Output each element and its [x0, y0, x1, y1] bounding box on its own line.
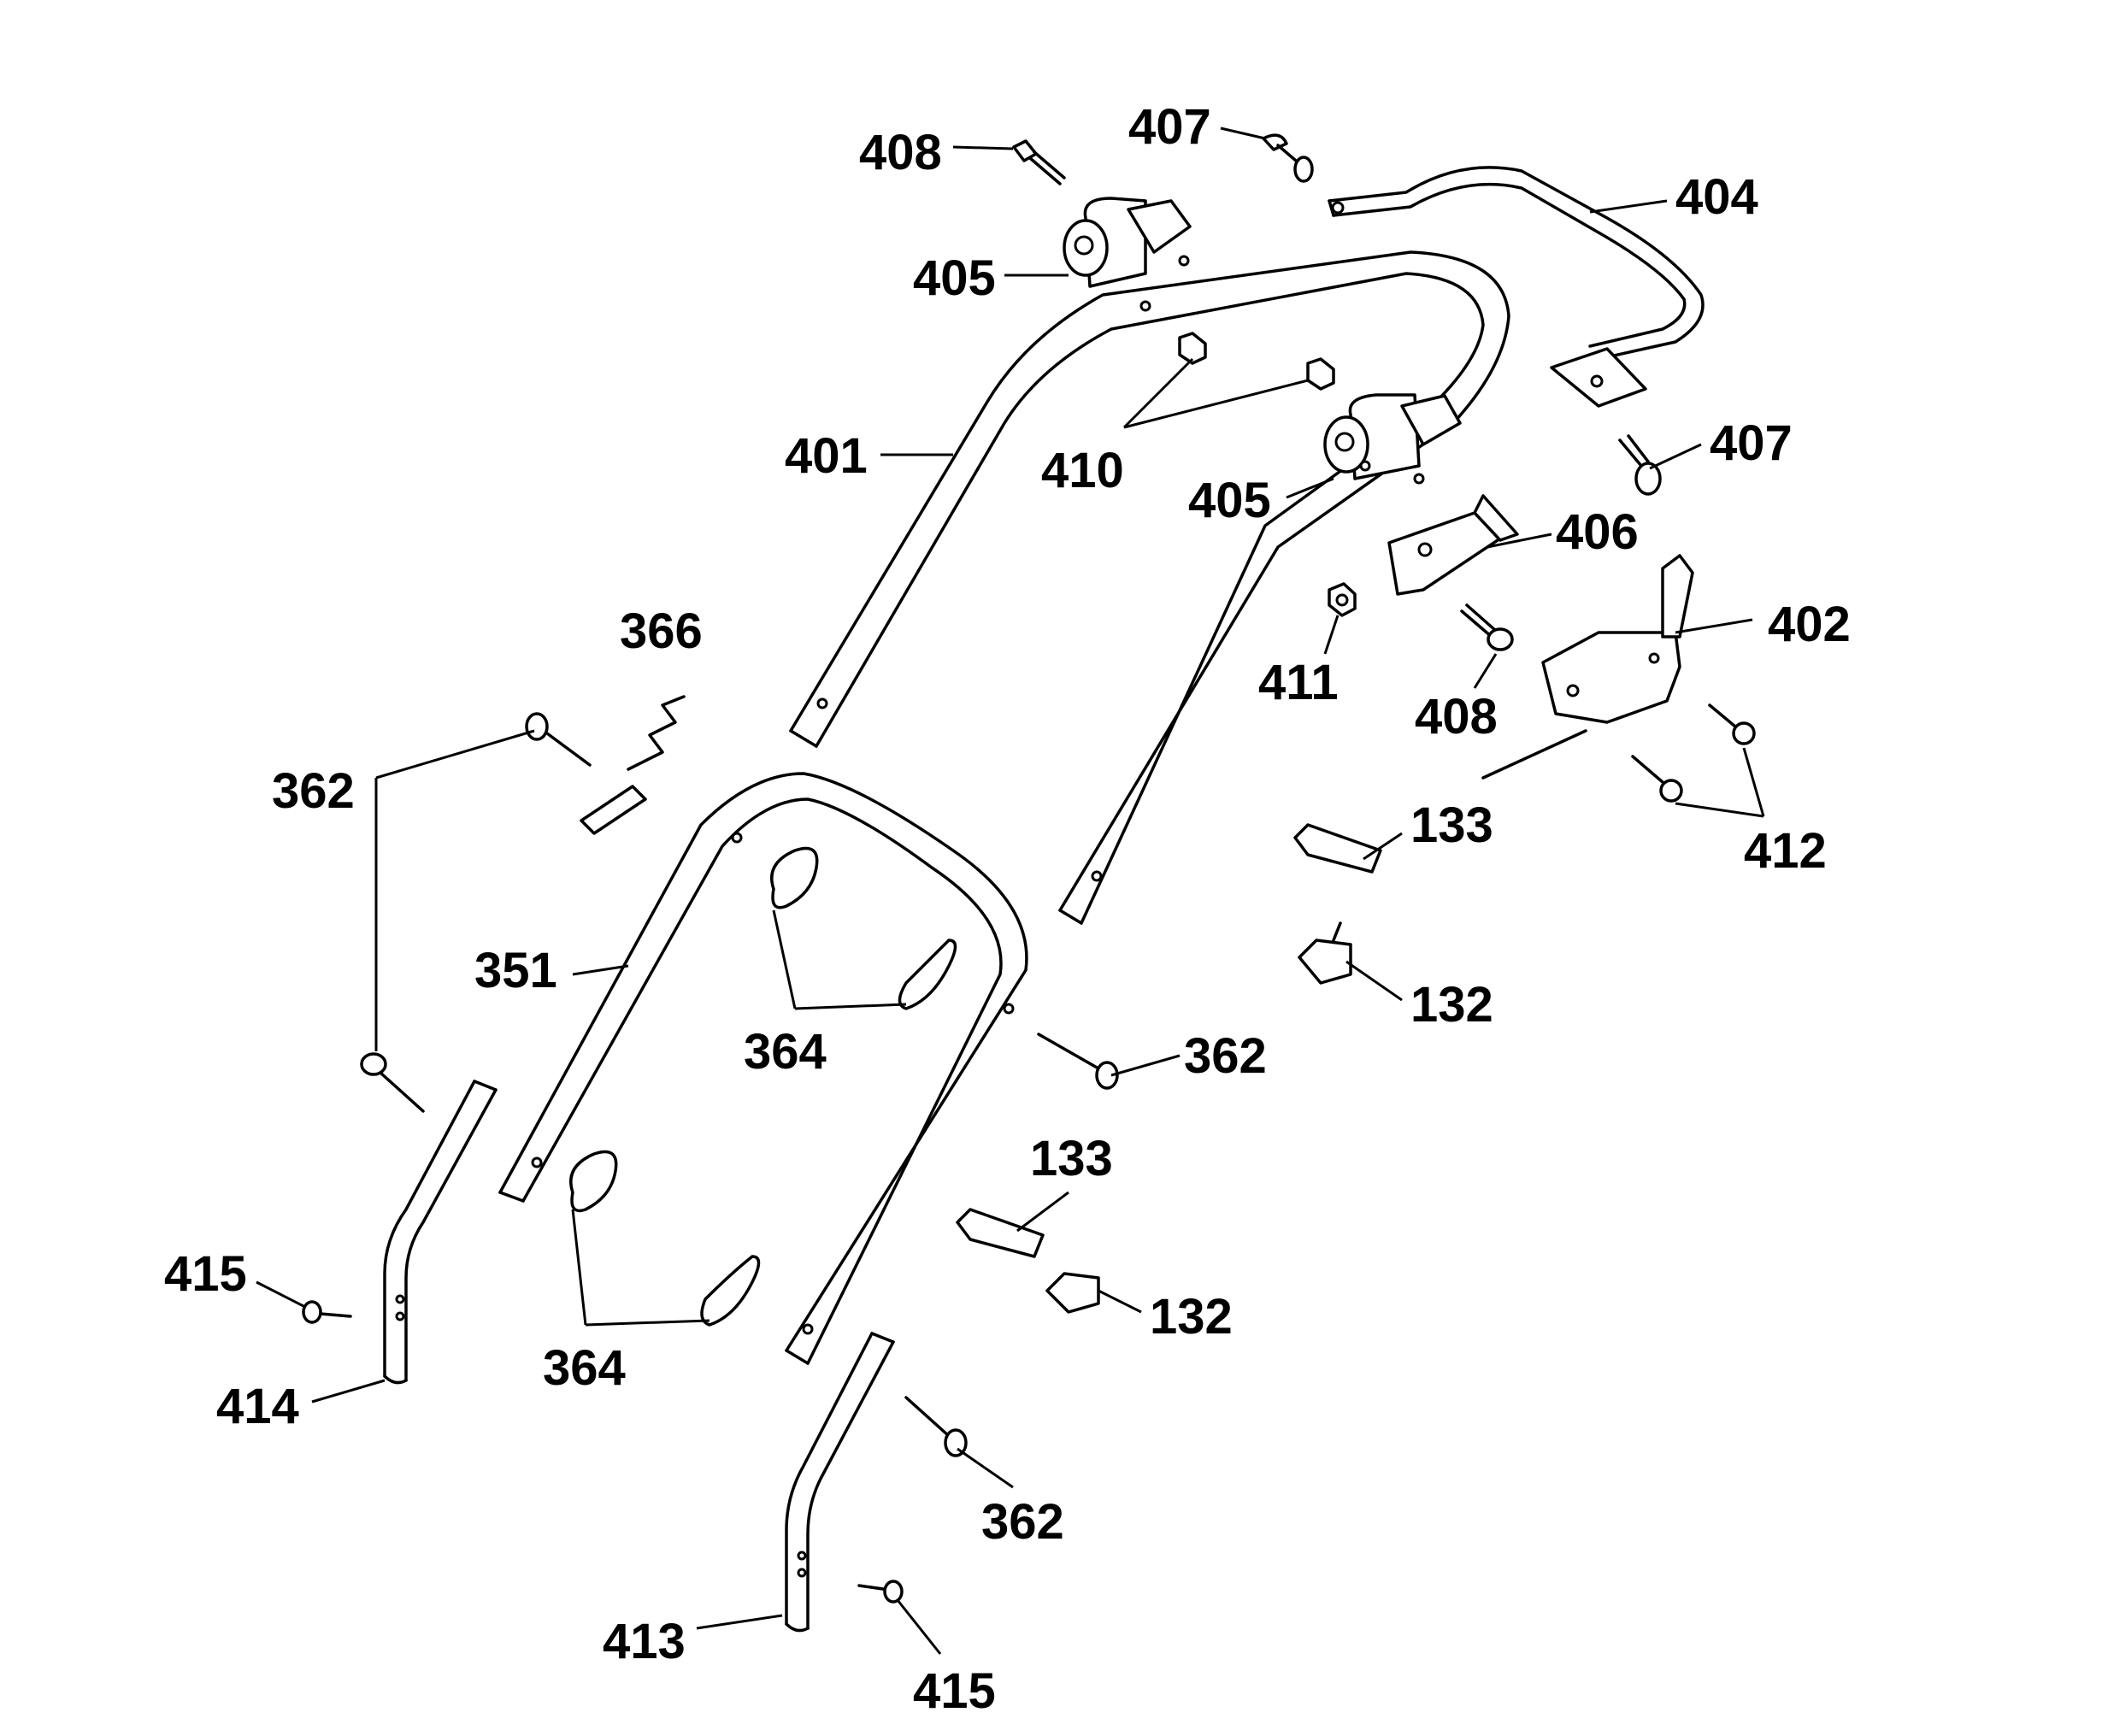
bolt-362-b	[360, 1052, 425, 1113]
pin-407-top	[1262, 133, 1314, 183]
label-407-top: 407	[1128, 99, 1211, 155]
cable-clip-132-lower	[1045, 1272, 1100, 1314]
label-412: 412	[1744, 823, 1827, 879]
label-415-left: 415	[164, 1246, 247, 1302]
spring-366	[580, 695, 686, 835]
screw-415-bottom	[857, 1580, 904, 1604]
handle-tube-413	[785, 1332, 895, 1633]
label-408-top: 408	[859, 125, 942, 180]
label-362-left-top: 362	[272, 763, 355, 819]
label-405-mid: 405	[1188, 473, 1271, 528]
label-362-bottom: 362	[981, 1494, 1064, 1550]
wing-nuts-364-upper	[770, 846, 957, 1010]
label-408-mid: 408	[1415, 689, 1498, 744]
part-labels: 408 407 404 405 401 410 405 407 406 366 …	[164, 99, 1851, 1719]
bolt-362-a	[525, 712, 592, 767]
label-415-bottom: 415	[913, 1663, 996, 1719]
label-133-upper: 133	[1410, 797, 1493, 853]
screw-415-left	[302, 1300, 352, 1324]
label-414: 414	[216, 1379, 299, 1434]
label-406: 406	[1556, 504, 1639, 560]
throttle-control-402	[1481, 554, 1694, 780]
label-407-right: 407	[1710, 415, 1793, 471]
cable-clip-133-lower	[956, 1208, 1045, 1258]
wing-nuts-364-lower	[569, 1150, 761, 1327]
label-404: 404	[1675, 169, 1758, 225]
clamp-405-upper	[1063, 197, 1192, 288]
label-132-lower: 132	[1150, 1289, 1233, 1345]
clamp-405-lower	[1323, 393, 1462, 480]
leader-lines	[256, 127, 1765, 1655]
screws-412	[1631, 703, 1756, 803]
label-410: 410	[1041, 443, 1124, 498]
label-364-upper: 364	[744, 1024, 827, 1080]
upper-handle-401	[789, 250, 1510, 925]
label-133-lower: 133	[1030, 1131, 1113, 1186]
label-401: 401	[785, 428, 868, 484]
lower-handle-351	[498, 772, 1028, 1365]
label-366: 366	[620, 603, 703, 659]
bolt-362-c	[1037, 1033, 1119, 1090]
nut-411	[1328, 582, 1357, 617]
bolt-362-d	[904, 1396, 968, 1457]
label-413: 413	[603, 1614, 686, 1669]
handle-tube-414	[383, 1080, 498, 1385]
label-362-mid: 362	[1184, 1028, 1267, 1084]
label-351: 351	[474, 943, 557, 998]
label-405-top: 405	[913, 250, 996, 306]
label-132-upper: 132	[1410, 977, 1493, 1033]
label-411: 411	[1258, 655, 1339, 710]
label-364-lower: 364	[543, 1340, 626, 1396]
operator-bail-404	[1328, 166, 1705, 408]
nut-410	[1178, 332, 1335, 391]
cable-clip-132-upper	[1298, 921, 1352, 985]
bolt-408-mid	[1460, 603, 1514, 651]
bolt-408-top	[1012, 139, 1066, 185]
brake-lever-406	[1387, 494, 1519, 596]
cable-clip-133-upper	[1293, 823, 1382, 874]
label-402: 402	[1768, 597, 1851, 652]
pin-407-right	[1618, 434, 1662, 496]
